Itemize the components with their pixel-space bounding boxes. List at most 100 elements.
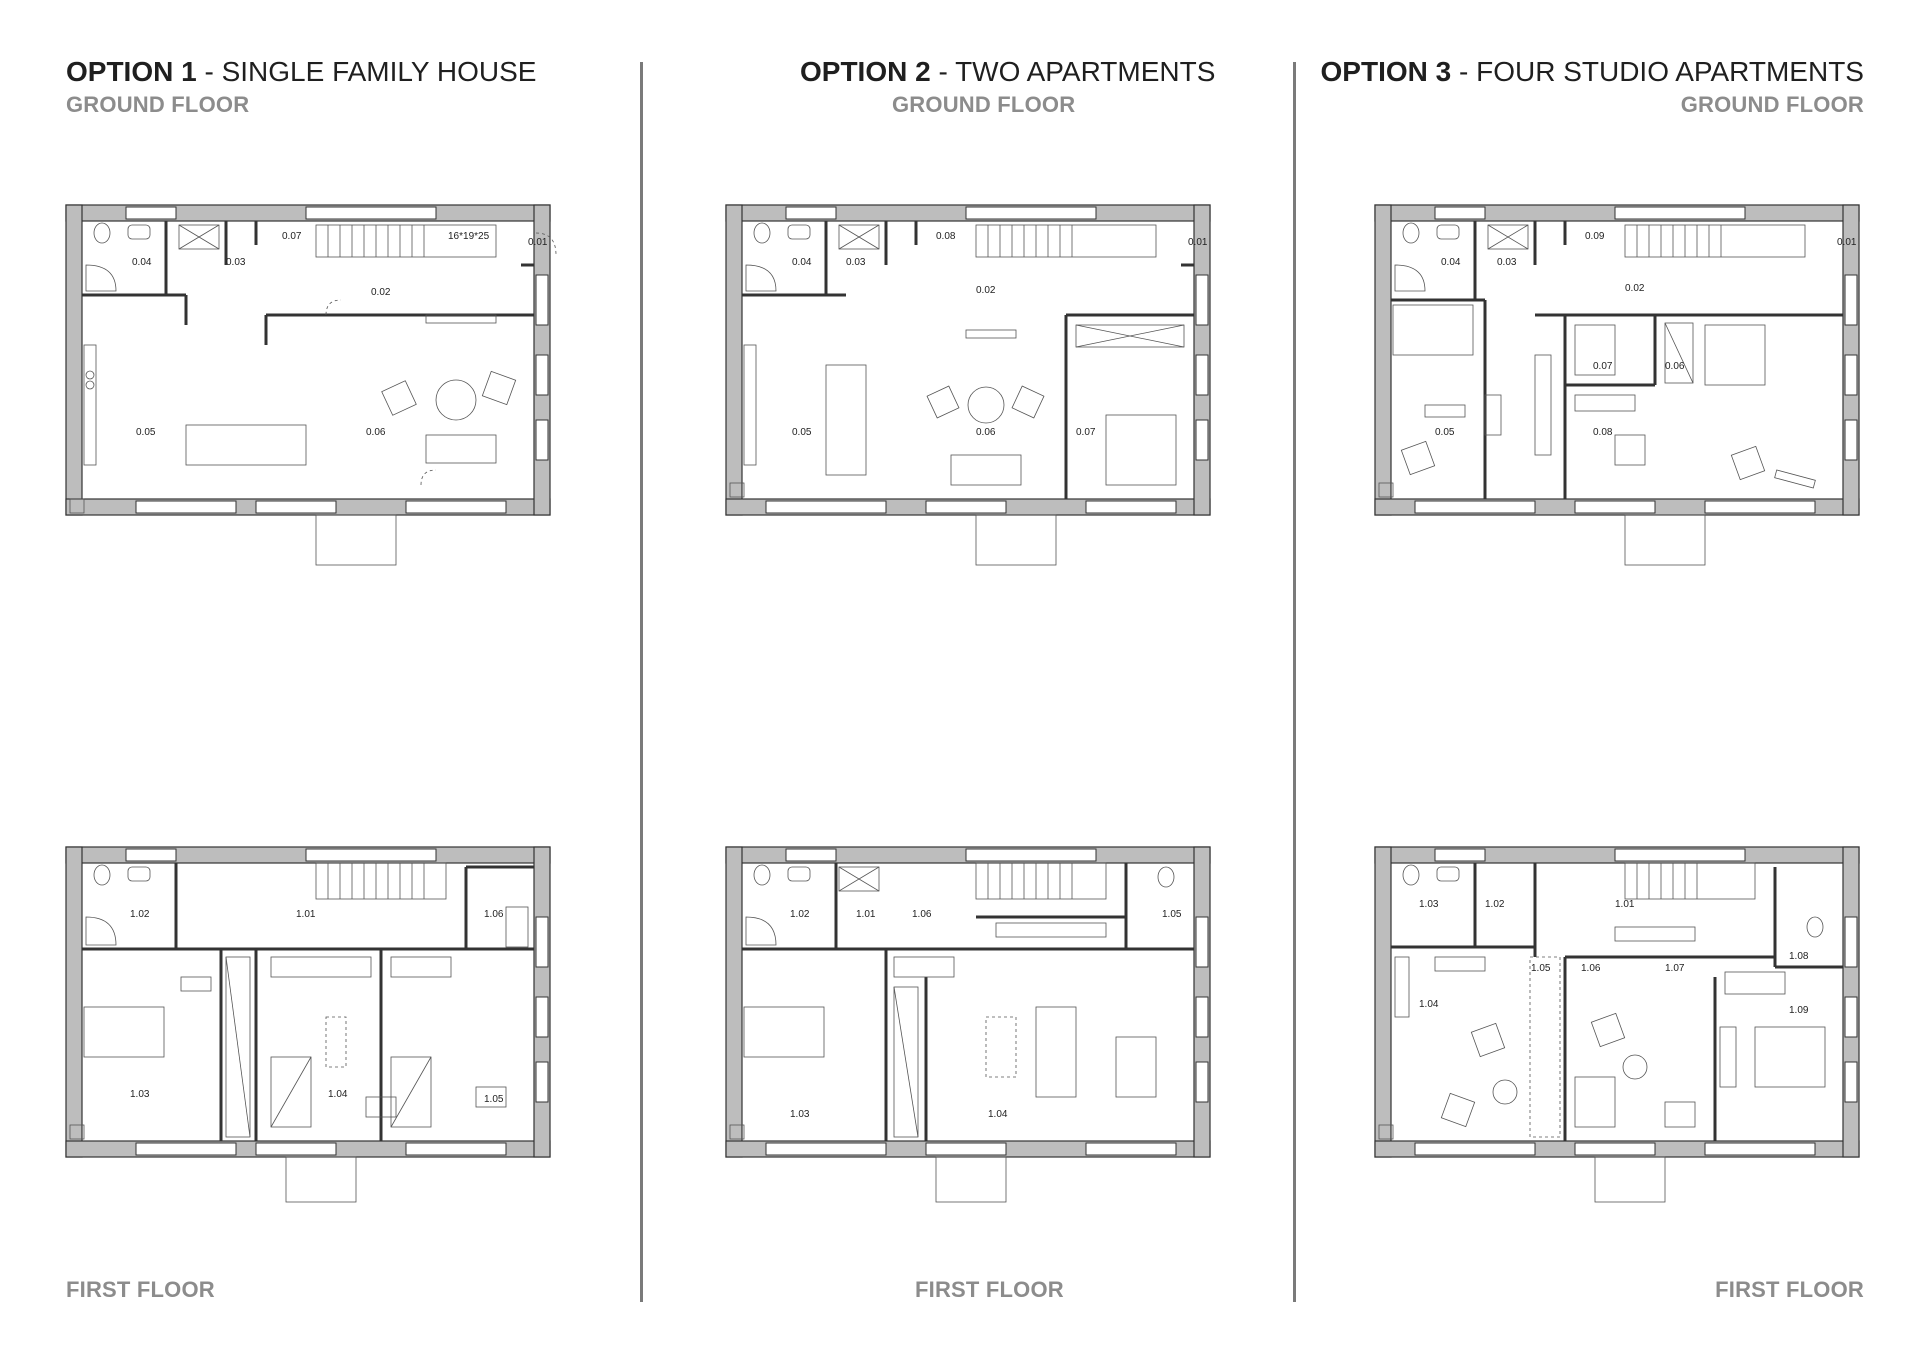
bed <box>743 1006 825 1058</box>
room-1-03-label: 1.03 <box>1419 899 1439 910</box>
coffee-table <box>967 386 1005 424</box>
coffee-table <box>435 379 477 421</box>
window <box>965 206 1097 220</box>
room-1-05-label: 1.05 <box>484 1094 504 1105</box>
window <box>125 848 177 862</box>
door-swing <box>535 232 557 256</box>
desk <box>475 1086 507 1108</box>
room-0-08-label: 0.08 <box>936 231 956 242</box>
window <box>255 500 337 514</box>
window <box>405 500 507 514</box>
option-2-subtitle: - TWO APARTMENTS <box>930 56 1216 87</box>
shower <box>745 264 777 292</box>
window <box>1195 996 1209 1038</box>
room-0-05-label: 0.05 <box>136 427 156 438</box>
toilet <box>93 864 111 886</box>
window <box>1844 1061 1858 1103</box>
window <box>1195 419 1209 461</box>
sink <box>787 224 811 240</box>
desk <box>1719 1026 1737 1088</box>
room-1-09-label: 1.09 <box>1789 1005 1809 1016</box>
window <box>1614 848 1746 862</box>
room-1-03-label: 1.03 <box>790 1109 810 1120</box>
option-2-number: OPTION 2 <box>800 56 931 87</box>
room-1-03-label: 1.03 <box>130 1089 150 1100</box>
wall <box>65 846 83 1158</box>
room-0-05-label: 0.05 <box>792 427 812 438</box>
window <box>535 1061 549 1103</box>
kitchen-counter <box>1614 926 1696 942</box>
window <box>1414 500 1536 514</box>
balcony <box>315 514 397 566</box>
closet <box>178 224 220 250</box>
wardrobe <box>1724 971 1786 995</box>
window <box>135 500 237 514</box>
desk <box>1424 404 1466 418</box>
bed <box>390 1056 432 1128</box>
option-2-ground-floor-label: GROUND FLOOR <box>892 92 1076 117</box>
room-0-07-label: 0.07 <box>1076 427 1096 438</box>
wardrobe <box>270 956 372 978</box>
room-0-06-label: 0.06 <box>366 427 386 438</box>
bed <box>270 1056 312 1128</box>
sink <box>1436 224 1460 240</box>
armchair <box>1011 385 1045 419</box>
toilet <box>753 222 771 244</box>
room-0-03-label: 0.03 <box>226 257 246 268</box>
window <box>125 206 177 220</box>
rug <box>325 1016 347 1068</box>
sink <box>1436 866 1460 882</box>
window <box>925 500 1007 514</box>
shower <box>1394 264 1426 292</box>
room-0-07-label: 0.07 <box>1593 361 1613 372</box>
window <box>1195 1061 1209 1103</box>
table <box>1484 394 1502 436</box>
bed <box>1105 414 1177 486</box>
window <box>1085 1142 1177 1156</box>
bed <box>1392 304 1474 356</box>
window <box>1574 1142 1656 1156</box>
window <box>535 354 549 396</box>
window <box>1844 274 1858 326</box>
window <box>1085 500 1177 514</box>
chimney <box>729 1124 745 1140</box>
room-1-01-label: 1.01 <box>1615 899 1635 910</box>
window <box>1414 1142 1536 1156</box>
room-1-02-label: 1.02 <box>130 909 150 920</box>
sideboard <box>1774 469 1816 489</box>
wardrobe <box>893 956 955 978</box>
room-0-08-label: 0.08 <box>1593 427 1613 438</box>
window <box>1195 916 1209 968</box>
option-2-first-floor-label: FIRST FLOOR <box>915 1277 1064 1302</box>
kitchen-counter <box>1434 956 1486 972</box>
option-1-ground-floor-plan: 0.01 0.02 0.03 0.04 0.05 0.06 0.07 16*19… <box>65 204 557 566</box>
room-1-06-label: 1.06 <box>912 909 932 920</box>
room-1-04-label: 1.04 <box>328 1089 348 1100</box>
room-1-05-label: 1.05 <box>1531 963 1551 974</box>
window <box>785 206 837 220</box>
sink <box>127 224 151 240</box>
stair-dimension-note: 16*19*25 <box>448 231 490 242</box>
room-1-02-label: 1.02 <box>1485 899 1505 910</box>
room-0-06-label: 0.06 <box>1665 361 1685 372</box>
sink <box>127 866 151 882</box>
toilet <box>1806 916 1824 938</box>
room-0-03-label: 0.03 <box>1497 257 1517 268</box>
window <box>1195 274 1209 326</box>
room-0-04-label: 0.04 <box>1441 257 1461 268</box>
dining-table <box>185 424 307 466</box>
armchair <box>1730 445 1766 481</box>
room-0-04-label: 0.04 <box>792 257 812 268</box>
option-2-title: OPTION 2 - TWO APARTMENTS <box>800 56 1215 88</box>
sink <box>787 866 811 882</box>
bed <box>1754 1026 1826 1088</box>
option-3-subtitle: - FOUR STUDIO APARTMENTS <box>1451 56 1864 87</box>
closet <box>1487 224 1529 250</box>
window <box>535 996 549 1038</box>
stair-void <box>1529 956 1561 1138</box>
window <box>1844 354 1858 396</box>
window <box>1614 206 1746 220</box>
kitchen-counter <box>743 344 757 466</box>
room-1-04-label: 1.04 <box>1419 999 1439 1010</box>
balcony <box>285 1156 357 1203</box>
